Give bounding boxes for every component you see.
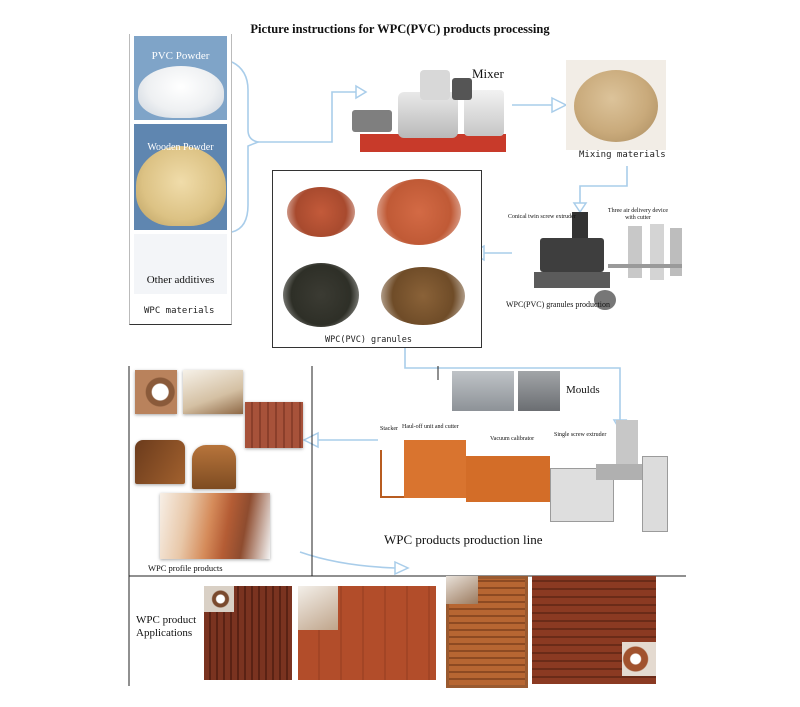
mixing-to-machine-line bbox=[579, 166, 628, 204]
granules-box: WPC(PVC) granules bbox=[272, 170, 482, 348]
profile-products-caption: WPC profile products bbox=[148, 563, 223, 573]
conical-extruder-label: Conical twin screw extruder bbox=[508, 214, 576, 220]
delivery-cyclone-3 bbox=[670, 228, 682, 276]
delivery-cutter bbox=[594, 290, 616, 310]
mixing-materials-photo bbox=[566, 60, 666, 150]
haul-off-unit bbox=[404, 440, 466, 498]
mixer-label: Mixer bbox=[472, 66, 504, 81]
vacuum-calibrator bbox=[466, 456, 550, 502]
mould-photo-2 bbox=[518, 371, 560, 411]
granules-black-pile bbox=[283, 263, 359, 327]
twin-screw-body bbox=[540, 238, 604, 272]
granules-orange-pile bbox=[377, 179, 461, 245]
granules-red-pile bbox=[287, 187, 355, 237]
granules-to-line-path bbox=[404, 348, 621, 420]
extruder-barrel bbox=[596, 464, 652, 480]
arrowhead-to-apps bbox=[394, 560, 410, 576]
twin-screw-base bbox=[534, 272, 610, 288]
profile-panel-photo bbox=[183, 370, 243, 414]
delivery-device-label: Three air delivery device with cutter bbox=[607, 208, 669, 221]
wooden-powder-label: Wooden Powder bbox=[147, 142, 214, 153]
delivery-cyclone-2 bbox=[650, 224, 664, 280]
arrowhead-to-profiles bbox=[302, 431, 319, 449]
profile-handrail-photo bbox=[135, 440, 185, 484]
mixer-base bbox=[360, 134, 506, 152]
profile-arch-photo bbox=[192, 445, 236, 489]
arrowhead-to-mixing bbox=[551, 96, 568, 114]
profiles-to-apps-curve bbox=[299, 551, 396, 569]
applications-label-line1: WPC product bbox=[136, 614, 197, 626]
profile-tube-photo bbox=[135, 370, 177, 414]
granule-machine-image bbox=[508, 206, 694, 318]
mixer-motor bbox=[352, 110, 392, 132]
mould-photo-1 bbox=[452, 371, 514, 411]
extruder-hopper bbox=[616, 420, 638, 464]
mixed-powder-pile bbox=[574, 70, 658, 142]
pvc-powder-photo: PVC Powder bbox=[134, 36, 227, 120]
wooden-powder-photo: Wooden Powder bbox=[134, 124, 227, 230]
page-title: Picture instructions for WPC(PVC) produc… bbox=[250, 22, 550, 36]
pvc-powder-pile bbox=[138, 66, 224, 118]
pvc-powder-label: PVC Powder bbox=[151, 50, 210, 62]
haul-off-label: Haul-off unit and cutter bbox=[402, 424, 459, 430]
single-screw-label: Single screw extruder bbox=[554, 432, 607, 438]
materials-brace bbox=[231, 61, 261, 233]
mixing-materials-caption: Mixing materials bbox=[579, 150, 666, 160]
granules-caption: WPC(PVC) granules bbox=[325, 335, 412, 345]
application-louver-inset bbox=[446, 576, 478, 604]
arrowhead-to-mixer bbox=[355, 84, 368, 100]
moulds-label: Moulds bbox=[566, 384, 600, 396]
granules-brown-pile bbox=[381, 267, 465, 325]
application-shutter-inset bbox=[622, 642, 656, 676]
stacker-label: Stacker bbox=[380, 426, 398, 432]
brace-to-mixer-line bbox=[258, 91, 356, 143]
application-profile-inset bbox=[298, 586, 338, 630]
stacker-unit bbox=[380, 450, 406, 498]
delivery-pipe bbox=[608, 264, 682, 268]
mixer-dark-tank bbox=[452, 78, 472, 100]
materials-caption: WPC materials bbox=[144, 306, 215, 316]
extruder-side-cabinet bbox=[642, 456, 668, 532]
granule-machine-caption: WPC(PVC) granules production bbox=[506, 300, 610, 309]
mixer-image bbox=[352, 64, 512, 160]
materials-panel: PVC Powder Wooden Powder Other additives… bbox=[129, 34, 232, 325]
profile-color-fan-photo bbox=[160, 493, 270, 559]
delivery-cyclone-1 bbox=[628, 226, 642, 278]
vacuum-calibrator-label: Vacuum calibrator bbox=[490, 436, 535, 442]
other-additives-label: Other additives bbox=[146, 274, 215, 286]
application-tube-inset bbox=[204, 586, 234, 612]
mixer-hot-tank bbox=[420, 70, 450, 100]
production-line-image bbox=[380, 420, 680, 544]
other-additives-box: Other additives bbox=[134, 234, 227, 294]
applications-label-line2: Applications bbox=[136, 627, 193, 639]
arrowhead-to-machine bbox=[572, 202, 588, 214]
production-line-title: WPC products production line bbox=[384, 532, 543, 547]
wooden-powder-pile bbox=[136, 146, 226, 226]
twin-screw-hopper bbox=[572, 212, 588, 238]
profile-hollow-photo bbox=[245, 402, 303, 448]
